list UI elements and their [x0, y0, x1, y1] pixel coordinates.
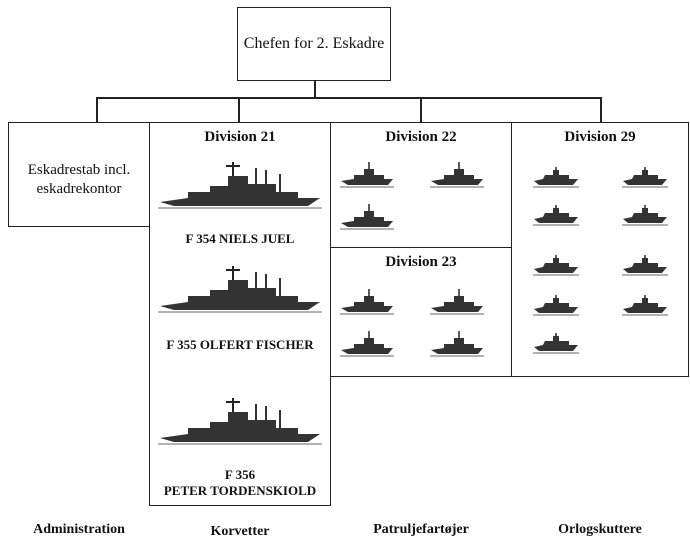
naval-cutter-icon — [533, 205, 579, 226]
naval-cutter-icon — [622, 167, 668, 188]
corvette-ship-icon — [158, 398, 322, 445]
patrol-vessel-icon — [430, 289, 484, 315]
corvette-ship-icon — [158, 162, 322, 209]
connector-root-down — [314, 80, 316, 98]
admin-label: Eskadrestab incl. eskadrekontor — [27, 162, 131, 197]
patrol-vessel-icon — [430, 331, 484, 357]
patrol-vessel-icon — [340, 162, 394, 188]
ship-label-f356: F 356 — [224, 467, 256, 482]
connector-div29 — [600, 97, 602, 123]
footer-label-administration: Administration — [33, 522, 125, 537]
ship-label-f354: F 354 NIELS JUEL — [185, 231, 295, 246]
naval-cutter-icon — [533, 333, 579, 354]
patrol-vessel-icon — [340, 289, 394, 315]
connector-horizontal — [96, 97, 600, 99]
footer-label-patruljefartoejer: Patruljefartøjer — [373, 522, 469, 537]
division-23-title: Division 23 — [385, 254, 457, 270]
naval-cutter-icon — [622, 255, 668, 276]
corvette-ship-icon — [158, 266, 322, 313]
naval-cutter-icon — [533, 295, 579, 316]
connector-div22 — [420, 97, 422, 123]
connector-div21 — [238, 97, 240, 123]
division-29-title: Division 29 — [564, 129, 636, 145]
naval-cutter-icon — [533, 255, 579, 276]
root-box — [237, 7, 391, 81]
patrol-vessel-icon — [340, 204, 394, 230]
naval-cutter-icon — [622, 295, 668, 316]
division-29-box — [511, 122, 689, 377]
admin-box — [8, 122, 150, 227]
root-label: Chefen for 2. Eskadre — [243, 35, 385, 52]
ship-label-f355: F 355 OLFERT FISCHER — [166, 337, 314, 352]
division-21-title: Division 21 — [204, 129, 276, 145]
connector-admin — [96, 97, 98, 123]
naval-cutter-icon — [622, 205, 668, 226]
patrol-vessel-icon — [430, 162, 484, 188]
naval-cutter-icon — [533, 167, 579, 188]
footer-label-korvetter: Korvetter — [210, 524, 270, 539]
division-22-title: Division 22 — [385, 129, 457, 145]
ship-label-tordenskiold: PETER TORDENSKIOLD — [163, 483, 317, 498]
footer-label-orlogskuttere: Orlogskuttere — [558, 522, 642, 537]
patrol-vessel-icon — [340, 331, 394, 357]
